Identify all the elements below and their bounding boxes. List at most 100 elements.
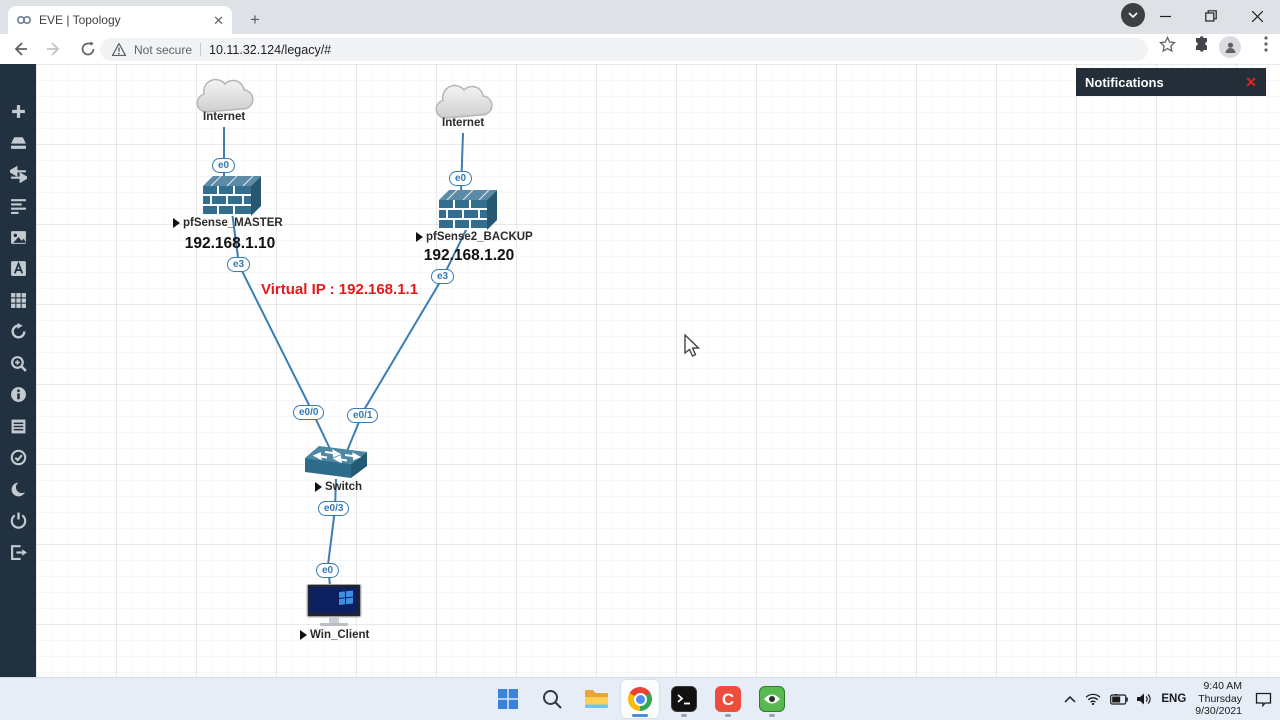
running-indicator-icon	[315, 482, 322, 492]
running-indicator-icon	[416, 232, 423, 242]
omnibox-divider	[200, 43, 202, 56]
stop-all-nodes-icon[interactable]	[8, 512, 28, 530]
topology-canvas[interactable]	[36, 64, 1280, 677]
startup-configs-icon[interactable]	[8, 197, 28, 215]
virtual-ip-annotation: Virtual IP : 192.168.1.1	[261, 281, 419, 298]
zoom-icon[interactable]	[8, 354, 28, 372]
terminal-button[interactable]	[665, 680, 703, 718]
dark-mode-icon[interactable]	[8, 480, 28, 498]
bookmark-star[interactable]	[1159, 36, 1176, 53]
browser-profile-chip[interactable]	[1121, 3, 1145, 27]
monitor-icon	[306, 583, 362, 626]
taskbar-clock[interactable]: 9:40 AM Thursday 9/30/2021	[1195, 680, 1242, 718]
port-label: e3	[227, 257, 251, 272]
tray-chevron-up-icon[interactable]	[1064, 695, 1076, 703]
status-icon[interactable]	[8, 386, 28, 404]
running-app-indicator	[681, 714, 687, 717]
nodes-icon[interactable]	[8, 134, 28, 152]
browser-avatar[interactable]	[1219, 36, 1241, 58]
search-button[interactable]	[533, 680, 571, 718]
node-pfsense-master[interactable]	[203, 175, 261, 221]
custom-shapes-icon[interactable]	[8, 291, 28, 309]
screen-recorder-button[interactable]	[753, 680, 791, 718]
lab-details-icon[interactable]	[8, 417, 28, 435]
close-window-button[interactable]	[1234, 0, 1280, 32]
start-button[interactable]	[489, 680, 527, 718]
node-internet-1[interactable]	[192, 74, 258, 121]
running-app-indicator	[769, 714, 775, 717]
reload-button[interactable]	[74, 35, 102, 63]
restore-button[interactable]	[1188, 0, 1234, 32]
eye-icon	[764, 694, 780, 704]
active-app-indicator	[632, 714, 648, 717]
camtasia-icon: C	[721, 689, 735, 709]
port-label: e3	[431, 269, 455, 284]
notifications-close-icon[interactable]: ✕	[1245, 74, 1257, 90]
browser-titlebar: EVE | Topology ✕ +	[0, 0, 1280, 34]
folder-icon	[585, 690, 608, 708]
node-internet-2[interactable]	[431, 80, 497, 127]
notifications-panel: Notifications ✕	[1076, 68, 1266, 96]
not-secure-warning-icon	[112, 43, 126, 56]
cloud-icon	[435, 84, 493, 119]
chevron-down-icon	[1128, 12, 1138, 18]
node-label-internet-2: Internet	[442, 117, 485, 129]
camtasia-button[interactable]: C	[709, 680, 747, 718]
browser-tab[interactable]: EVE | Topology ✕	[8, 6, 232, 34]
volume-icon[interactable]	[1137, 693, 1152, 705]
running-indicator-icon	[300, 630, 307, 640]
windows-taskbar: C	[0, 677, 1280, 720]
port-label: e0	[316, 563, 340, 578]
refresh-icon[interactable]	[8, 323, 28, 341]
node-label-pfsense-backup: pfSense2_BACKUP	[416, 231, 533, 243]
new-tab-button[interactable]: +	[250, 10, 260, 29]
wifi-icon[interactable]	[1085, 693, 1101, 705]
running-indicator-icon	[173, 218, 180, 228]
node-pfsense-backup[interactable]	[439, 189, 497, 235]
port-label: e0/0	[293, 405, 325, 420]
add-object-icon[interactable]	[8, 102, 28, 120]
eve-favicon	[16, 16, 32, 25]
pictures-icon[interactable]	[8, 228, 28, 246]
switch-icon	[305, 446, 367, 478]
windows-logo-icon	[498, 689, 518, 709]
user-icon	[1225, 42, 1235, 53]
port-label: e0	[449, 171, 473, 186]
minimize-button[interactable]	[1142, 0, 1188, 32]
node-switch[interactable]	[305, 444, 369, 487]
logout-icon[interactable]	[8, 543, 28, 561]
ip-pfsense-backup: 192.168.1.20	[423, 247, 515, 264]
address-bar[interactable]: Not secure 10.11.32.124/legacy/#	[100, 38, 1148, 61]
configured-nodes-icon[interactable]	[8, 449, 28, 467]
clock-day: Thursday	[1198, 692, 1242, 705]
running-app-indicator	[725, 714, 731, 717]
notifications-title: Notifications	[1085, 74, 1164, 90]
port-label: e0	[212, 158, 236, 173]
node-label-win-client: Win_Client	[300, 629, 369, 641]
window-controls	[1142, 0, 1280, 32]
url-text: 10.11.32.124/legacy/#	[209, 42, 332, 57]
forward-button[interactable]	[40, 35, 68, 63]
taskbar-center: C	[0, 678, 1280, 720]
battery-icon[interactable]	[1110, 693, 1129, 705]
chrome-button[interactable]	[621, 680, 659, 718]
node-win-client[interactable]	[306, 583, 362, 633]
firewall-icon	[439, 189, 497, 230]
search-icon	[543, 690, 562, 709]
clock-date: 9/30/2021	[1195, 705, 1242, 718]
system-tray: ENG 9:40 AM Thursday 9/30/2021	[1064, 678, 1272, 720]
networks-icon[interactable]	[8, 165, 28, 183]
extensions-icon[interactable]	[1193, 36, 1210, 53]
back-button[interactable]	[6, 35, 34, 63]
file-explorer-button[interactable]	[577, 680, 615, 718]
node-label-pfsense-master: pfSense_MASTER	[173, 217, 283, 229]
security-label: Not secure	[134, 42, 193, 57]
notification-center-icon[interactable]	[1255, 692, 1272, 707]
tab-close-icon[interactable]: ✕	[213, 12, 224, 28]
language-indicator[interactable]: ENG	[1161, 693, 1187, 705]
browser-menu-kebab[interactable]	[1264, 36, 1268, 52]
clock-time: 9:40 AM	[1203, 680, 1242, 693]
node-label-switch: Switch	[315, 481, 362, 493]
text-objects-icon[interactable]	[8, 260, 28, 278]
